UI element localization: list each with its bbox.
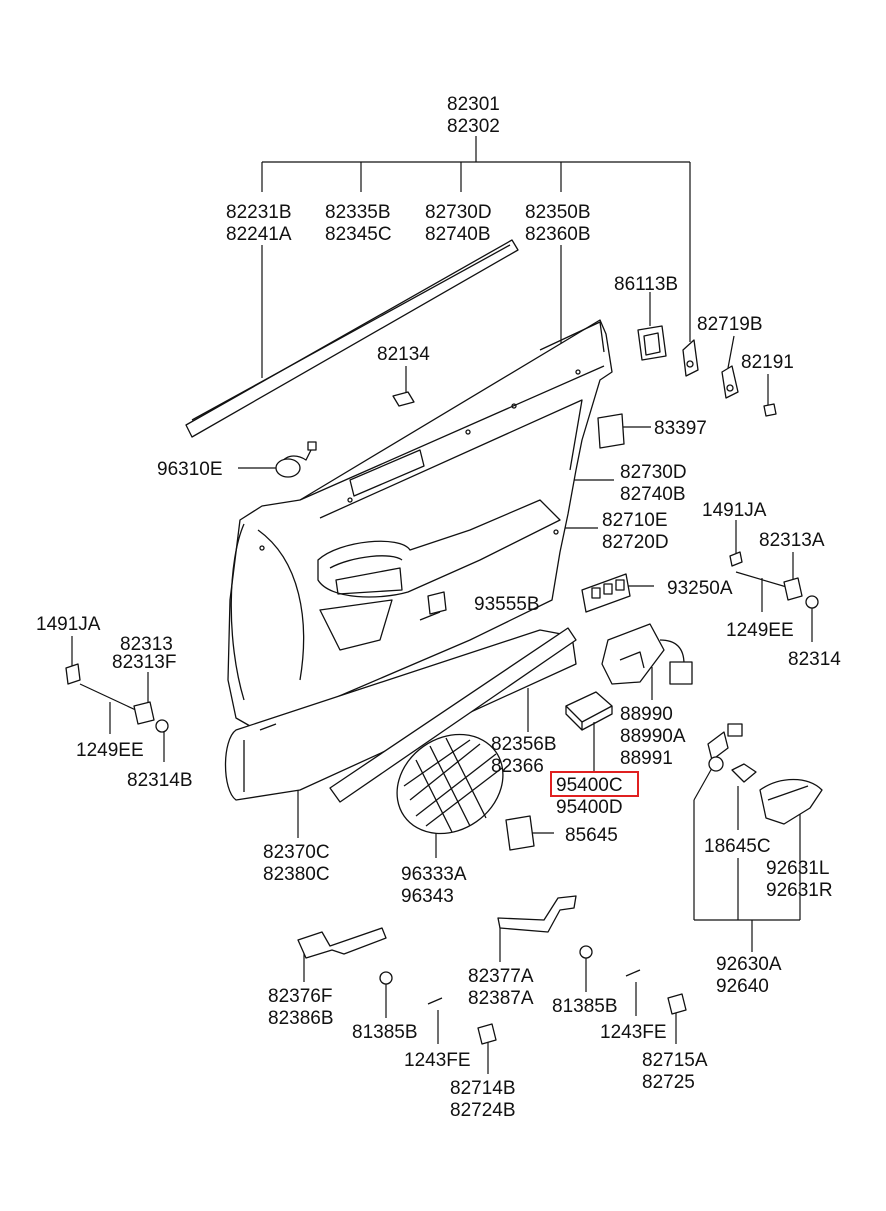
- label-18645C: 18645C: [704, 836, 771, 857]
- upper-molding-strip: [185, 239, 519, 438]
- label-82335B: 82335B: [325, 202, 391, 223]
- label-82725: 82725: [642, 1072, 695, 1093]
- label-86113B: 86113B: [614, 274, 678, 295]
- bracket-82377A: [497, 895, 577, 933]
- label-88990: 88990: [620, 704, 673, 725]
- cap-82191: [763, 403, 777, 417]
- clip-93555B: [427, 591, 447, 615]
- screw-1491JA-right: [729, 551, 743, 567]
- label-82313A: 82313A: [759, 530, 825, 551]
- label-85645: 85645: [565, 825, 618, 846]
- cap-82715A: [667, 993, 687, 1015]
- lower-pocket-82370C: [224, 629, 577, 801]
- bulb-18645C: [731, 763, 757, 783]
- label-96310E: 96310E: [157, 459, 223, 480]
- label-82740B: 82740B: [620, 484, 686, 505]
- screw-1491JA-left: [65, 663, 81, 685]
- label-88990A: 88990A: [620, 726, 686, 747]
- label-82730D-top: 82730D: [425, 202, 492, 223]
- screw-1243FE-right: [625, 969, 641, 977]
- label-1243FE-left: 1243FE: [404, 1050, 471, 1071]
- label-92631L: 92631L: [766, 858, 829, 879]
- cap-82314B: [155, 719, 169, 733]
- label-82376F: 82376F: [268, 986, 332, 1007]
- label-1243FE-right: 1243FE: [600, 1022, 667, 1043]
- label-81385B-left: 81385B: [352, 1022, 418, 1043]
- label-82231B: 82231B: [226, 202, 292, 223]
- label-82191: 82191: [741, 352, 794, 373]
- bracket-82719B-right: [721, 365, 739, 399]
- label-1491JA-left: 1491JA: [36, 614, 101, 635]
- clip-81385B-right: [579, 945, 593, 959]
- grommet-82313: [133, 701, 155, 725]
- label-82370C: 82370C: [263, 842, 330, 863]
- label-82134: 82134: [377, 344, 430, 365]
- label-95400C: 95400C: [556, 775, 623, 796]
- pad-83397: [597, 413, 625, 449]
- label-83397: 83397: [654, 418, 707, 439]
- label-88991: 88991: [620, 748, 673, 769]
- label-82302: 82302: [447, 116, 500, 137]
- clip-81385B-left: [379, 971, 393, 985]
- label-93555B: 93555B: [474, 594, 540, 615]
- label-92630A: 92630A: [716, 954, 782, 975]
- label-81385B-right: 81385B: [552, 996, 618, 1017]
- label-82314B: 82314B: [127, 770, 193, 791]
- callout-labels: 82301 82302 82231B 82241A 82335B 82345C …: [36, 94, 841, 1121]
- lens-92631L: [759, 778, 823, 825]
- grommet-82313A: [783, 577, 803, 601]
- label-82360B: 82360B: [525, 224, 591, 245]
- socket-92630A: [707, 731, 729, 761]
- bracket-82376F: [297, 927, 387, 959]
- actuator-88990: [601, 623, 665, 685]
- label-82710E: 82710E: [602, 510, 668, 531]
- lower-molding-82356B: [329, 627, 577, 803]
- label-82356B: 82356B: [491, 734, 557, 755]
- screw-1243FE-left: [427, 997, 443, 1005]
- label-82387A: 82387A: [468, 988, 534, 1009]
- label-92631R: 92631R: [766, 880, 833, 901]
- label-92640: 92640: [716, 976, 769, 997]
- label-82730D: 82730D: [620, 462, 687, 483]
- label-82313: 82313: [120, 634, 173, 655]
- label-82380C: 82380C: [263, 864, 330, 885]
- label-82313F: 82313F: [112, 652, 176, 673]
- label-95400D: 95400D: [556, 797, 623, 818]
- label-82350B: 82350B: [525, 202, 591, 223]
- pad-85645: [505, 815, 535, 851]
- pad-86113B: [637, 325, 667, 361]
- label-82719B: 82719B: [697, 314, 763, 335]
- label-82714B: 82714B: [450, 1078, 516, 1099]
- door-trim-panel: [227, 319, 613, 727]
- label-82724B: 82724B: [450, 1100, 516, 1121]
- label-82301: 82301: [447, 94, 500, 115]
- label-82740B-top: 82740B: [425, 224, 491, 245]
- label-96343: 96343: [401, 886, 454, 907]
- label-82377A: 82377A: [468, 966, 534, 987]
- label-82345C: 82345C: [325, 224, 392, 245]
- clip-82134: [392, 391, 415, 407]
- speaker-grille-96333A: [396, 733, 504, 835]
- label-82720D: 82720D: [602, 532, 669, 553]
- switch-93250A: [581, 573, 631, 613]
- cap-82314: [805, 595, 819, 609]
- label-1249EE-right: 1249EE: [726, 620, 794, 641]
- label-1491JA-right: 1491JA: [702, 500, 767, 521]
- label-93250A: 93250A: [667, 578, 733, 599]
- label-1249EE-left: 1249EE: [76, 740, 144, 761]
- label-82366: 82366: [491, 756, 544, 777]
- label-82715A: 82715A: [642, 1050, 708, 1071]
- label-96333A: 96333A: [401, 864, 467, 885]
- cap-82714B: [477, 1023, 497, 1045]
- bracket-82719B-left: [682, 339, 699, 377]
- label-82386B: 82386B: [268, 1008, 334, 1029]
- label-82314: 82314: [788, 649, 841, 670]
- parts-drawing: [65, 239, 823, 1045]
- highlight-box: [550, 771, 639, 797]
- label-82241A: 82241A: [226, 224, 292, 245]
